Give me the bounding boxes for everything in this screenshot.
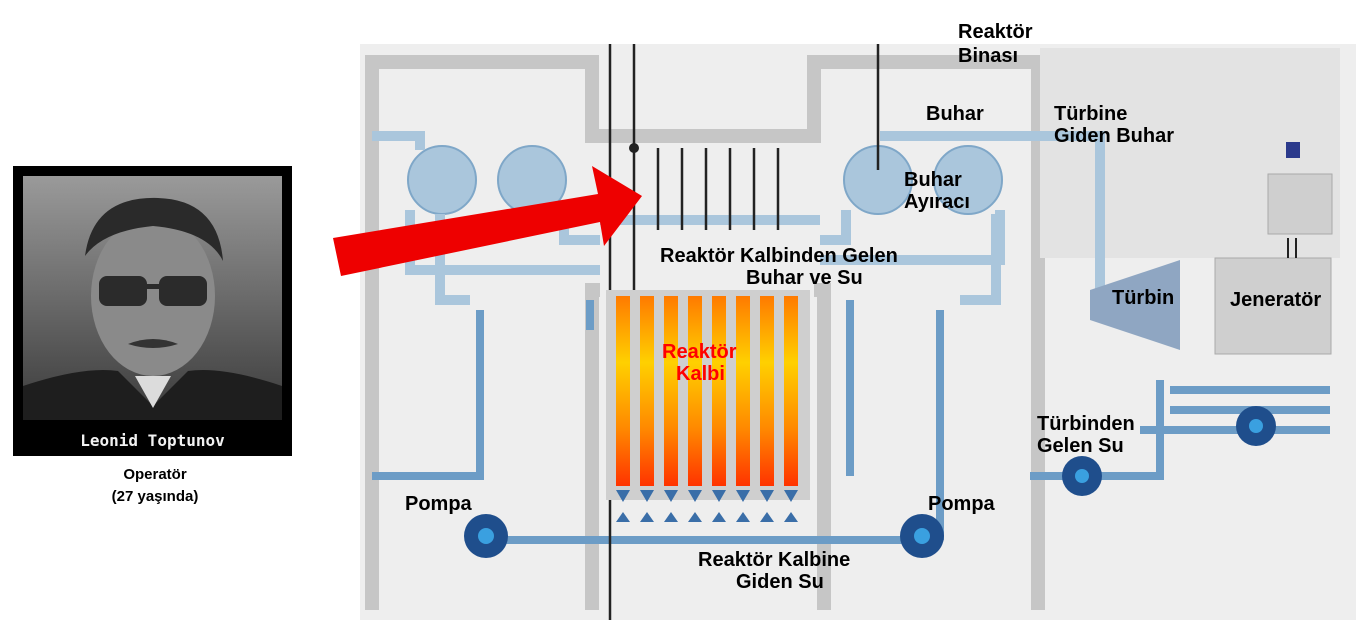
label-water-to-core-2: Giden Su xyxy=(736,571,824,593)
operator-name-caption: Leonid Toptunov xyxy=(80,431,225,450)
turbine-generator xyxy=(1090,142,1333,355)
label-water-from-turbine-2: Gelen Su xyxy=(1037,435,1124,457)
water-pipes xyxy=(372,300,1330,544)
label-reactor-building-2: Binası xyxy=(958,45,1018,67)
label-steam-water-from-core-1: Reaktör Kalbinden Gelen xyxy=(660,245,898,267)
label-pump-right: Pompa xyxy=(928,493,996,515)
rod-top-marker xyxy=(629,143,639,153)
operator-title: Operatör xyxy=(123,466,187,483)
steam-drums xyxy=(407,145,1003,215)
label-pump-left: Pompa xyxy=(405,493,473,515)
label-steam-separator-2: Ayıracı xyxy=(904,191,970,213)
label-reactor-building-1: Reaktör xyxy=(958,21,1033,43)
operator-portrait-image xyxy=(23,176,282,420)
pointer-arrow xyxy=(333,166,642,276)
label-steam: Buhar xyxy=(926,103,984,125)
operator-age: (27 yaşında) xyxy=(111,488,199,505)
label-reactor-core-2: Kalbi xyxy=(676,363,725,385)
reactor-core xyxy=(606,290,810,500)
label-steam-to-turbine-1: Türbine xyxy=(1054,103,1127,125)
label-steam-separator-1: Buhar xyxy=(904,169,962,191)
label-steam-water-from-core-2: Buhar ve Su xyxy=(746,267,863,289)
label-steam-to-turbine-2: Giden Buhar xyxy=(1054,125,1174,147)
pumps xyxy=(464,406,1276,558)
label-generator: Jeneratör xyxy=(1230,289,1321,311)
label-reactor-core-1: Reaktör xyxy=(662,341,737,363)
label-water-to-core-1: Reaktör Kalbine xyxy=(698,549,850,571)
label-water-from-turbine-1: Türbinden xyxy=(1037,413,1135,435)
label-turbine: Türbin xyxy=(1112,287,1174,309)
operator-photo: Leonid Toptunov xyxy=(13,166,292,456)
reactor-building-walls xyxy=(365,55,1045,610)
